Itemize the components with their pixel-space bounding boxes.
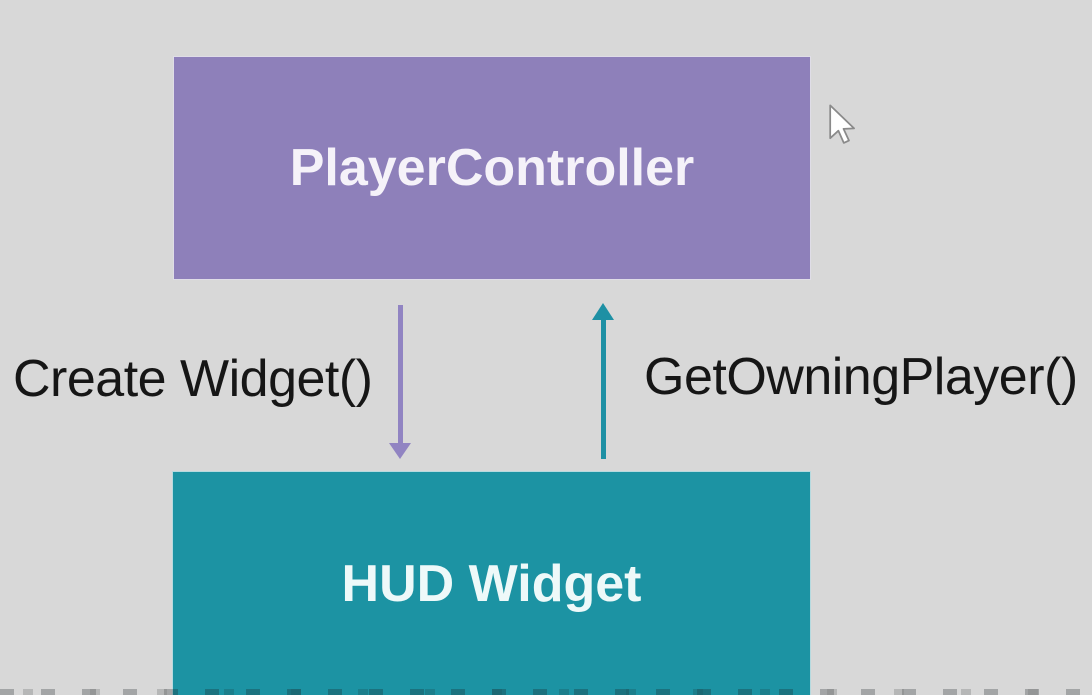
node-playercontroller-label: PlayerController: [289, 139, 695, 197]
arrow-down-icon: [389, 443, 411, 459]
arrow-up-icon: [592, 303, 614, 320]
node-hud-widget-label: HUD Widget: [341, 554, 642, 613]
mouse-pointer-icon: [829, 104, 856, 145]
node-playercontroller: PlayerController: [174, 57, 810, 279]
get-owning-player-label: GetOwningPlayer(): [644, 348, 1078, 406]
create-widget-arrow-shaft: [398, 305, 403, 446]
create-widget-label: Create Widget(): [13, 350, 373, 408]
clipped-text-artifact: [0, 689, 1092, 695]
get-owning-player-arrow-shaft: [601, 319, 606, 459]
node-hud-widget: HUD Widget: [173, 472, 810, 695]
